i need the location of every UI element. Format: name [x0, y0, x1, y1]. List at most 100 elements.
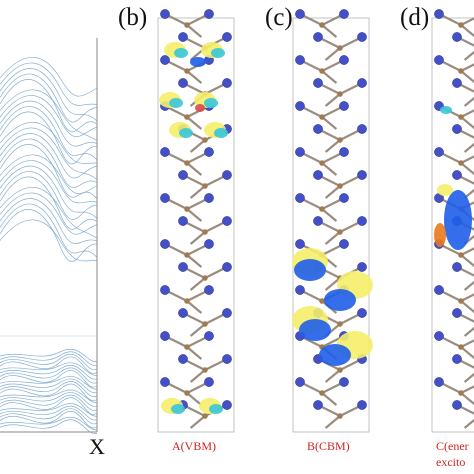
panel-b-nitrogen-atom — [160, 55, 170, 65]
valence-band-line — [0, 378, 98, 393]
panel-b-nitrogen-atom — [178, 170, 188, 180]
panel-d-bond — [460, 109, 474, 118]
panel-d-bond — [463, 96, 474, 107]
orbital-lobe-cyan — [440, 106, 452, 114]
valence-band-line — [0, 397, 98, 415]
panel-b-nitrogen-atom — [178, 308, 188, 318]
panel-b-carbon-atom — [202, 321, 208, 327]
panel-d-bond — [460, 392, 474, 406]
panel-c-carbon-atom — [337, 137, 343, 143]
panel-c-nitrogen-atom — [295, 239, 305, 249]
orbital-lobe-yellow — [437, 184, 453, 196]
panel-d-bond — [460, 116, 474, 130]
panel-c-nitrogen-atom — [295, 9, 305, 19]
panel-c-carbon-atom — [337, 229, 343, 235]
panel-c-nitrogen-atom — [339, 101, 349, 111]
panel-b-bond — [189, 277, 206, 291]
panel-b-nitrogen-atom — [222, 216, 232, 226]
valence-band-line — [0, 348, 98, 363]
panel-c-nitrogen-atom — [313, 400, 323, 410]
panel-c-bond — [321, 116, 338, 130]
panel-c-bond — [324, 139, 341, 153]
panel-d-bond — [463, 280, 474, 291]
orbital-lobe-blue — [294, 259, 326, 281]
panel-b-nitrogen-atom — [204, 239, 214, 249]
panel-c-bond — [321, 24, 338, 38]
conduction-band-line — [0, 176, 98, 230]
panel-d-nitrogen-atom — [434, 147, 444, 157]
panel-d-carbon-atom — [458, 344, 464, 350]
conduction-band-line — [0, 133, 98, 179]
panel-b-nitrogen-atom — [222, 170, 232, 180]
panel-c-carbon-atom — [319, 160, 325, 166]
valence-band-line — [0, 416, 98, 431]
panel-c-nitrogen-atom — [357, 32, 367, 42]
panel-b-nitrogen-atom — [178, 32, 188, 42]
panel-d-nitrogen-atom — [434, 331, 444, 341]
panel-c-nitrogen-atom — [357, 216, 367, 226]
panel-b-nitrogen-atom — [160, 9, 170, 19]
panel-d-bond — [463, 188, 474, 199]
panel-b-carbon-atom — [202, 275, 208, 281]
panel-b-bond — [189, 369, 206, 383]
panel-b-nitrogen-atom — [160, 239, 170, 249]
panel-b-bond — [186, 346, 203, 360]
panel-c-nitrogen-atom — [339, 377, 349, 387]
panel-c-nitrogen-atom — [357, 308, 367, 318]
panel-d-bond — [460, 293, 474, 302]
panel-label-d: (d) — [400, 4, 430, 31]
conduction-band-line — [0, 89, 98, 141]
panel-b-nitrogen-atom — [204, 193, 214, 203]
panel-b-bond — [186, 392, 203, 406]
panel-c-nitrogen-atom — [295, 55, 305, 65]
conduction-band-line — [0, 57, 98, 97]
panel-d-nitrogen-atom — [452, 32, 462, 42]
orbital-lobe-blue — [324, 289, 356, 311]
panel-b-nitrogen-atom — [204, 147, 214, 157]
panel-b-nitrogen-atom — [178, 216, 188, 226]
panel-c-bond — [324, 47, 341, 61]
panel-d-bond — [460, 247, 474, 256]
panel-d-bond — [460, 162, 474, 176]
panel-d-nitrogen-atom — [434, 377, 444, 387]
panel-c-carbon-atom — [337, 183, 343, 189]
panel-b-carbon-atom — [184, 160, 190, 166]
orbital-lobe-cyan — [204, 98, 218, 108]
panel-c-bond — [321, 162, 338, 176]
panel-c-nitrogen-atom — [295, 101, 305, 111]
panel-c-carbon-atom — [319, 298, 325, 304]
valence-band-line — [0, 351, 98, 366]
panel-d-nitrogen-atom — [452, 400, 462, 410]
panel-b-carbon-atom — [202, 183, 208, 189]
orbital-lobe-cyan — [179, 128, 193, 138]
valence-band-line — [0, 365, 98, 380]
panel-b-bond — [189, 415, 206, 429]
valence-band-line — [0, 403, 98, 417]
orbital-lobe-cyan — [169, 98, 183, 108]
panel-b-nitrogen-atom — [160, 193, 170, 203]
panel-c-bond — [324, 185, 341, 199]
panel-c-bond — [324, 93, 341, 107]
panel-b-nitrogen-atom — [160, 331, 170, 341]
panel-b-bond — [189, 323, 206, 337]
panel-b-carbon-atom — [184, 68, 190, 74]
panel-c-nitrogen-atom — [313, 124, 323, 134]
panel-d-bond — [463, 326, 474, 337]
orbital-lobe-blue — [444, 190, 472, 250]
panel-d-carbon-atom — [458, 252, 464, 258]
panel-d-nitrogen-atom — [452, 78, 462, 88]
conduction-band-line — [0, 192, 98, 235]
panel-b-nitrogen-atom — [160, 147, 170, 157]
conduction-band-line — [0, 111, 98, 165]
panel-b-bond — [189, 185, 206, 199]
panel-c-nitrogen-atom — [313, 78, 323, 88]
panel-b-nitrogen-atom — [222, 78, 232, 88]
panel-c-bond — [321, 208, 338, 222]
panel-c-nitrogen-atom — [295, 377, 305, 387]
valence-band-line — [0, 370, 98, 388]
orbital-lobe-cyan — [214, 128, 228, 138]
panel-b-nitrogen-atom — [204, 331, 214, 341]
valence-band-line — [0, 408, 98, 425]
panel-b-nitrogen-atom — [178, 78, 188, 88]
panel-c-nitrogen-atom — [313, 170, 323, 180]
